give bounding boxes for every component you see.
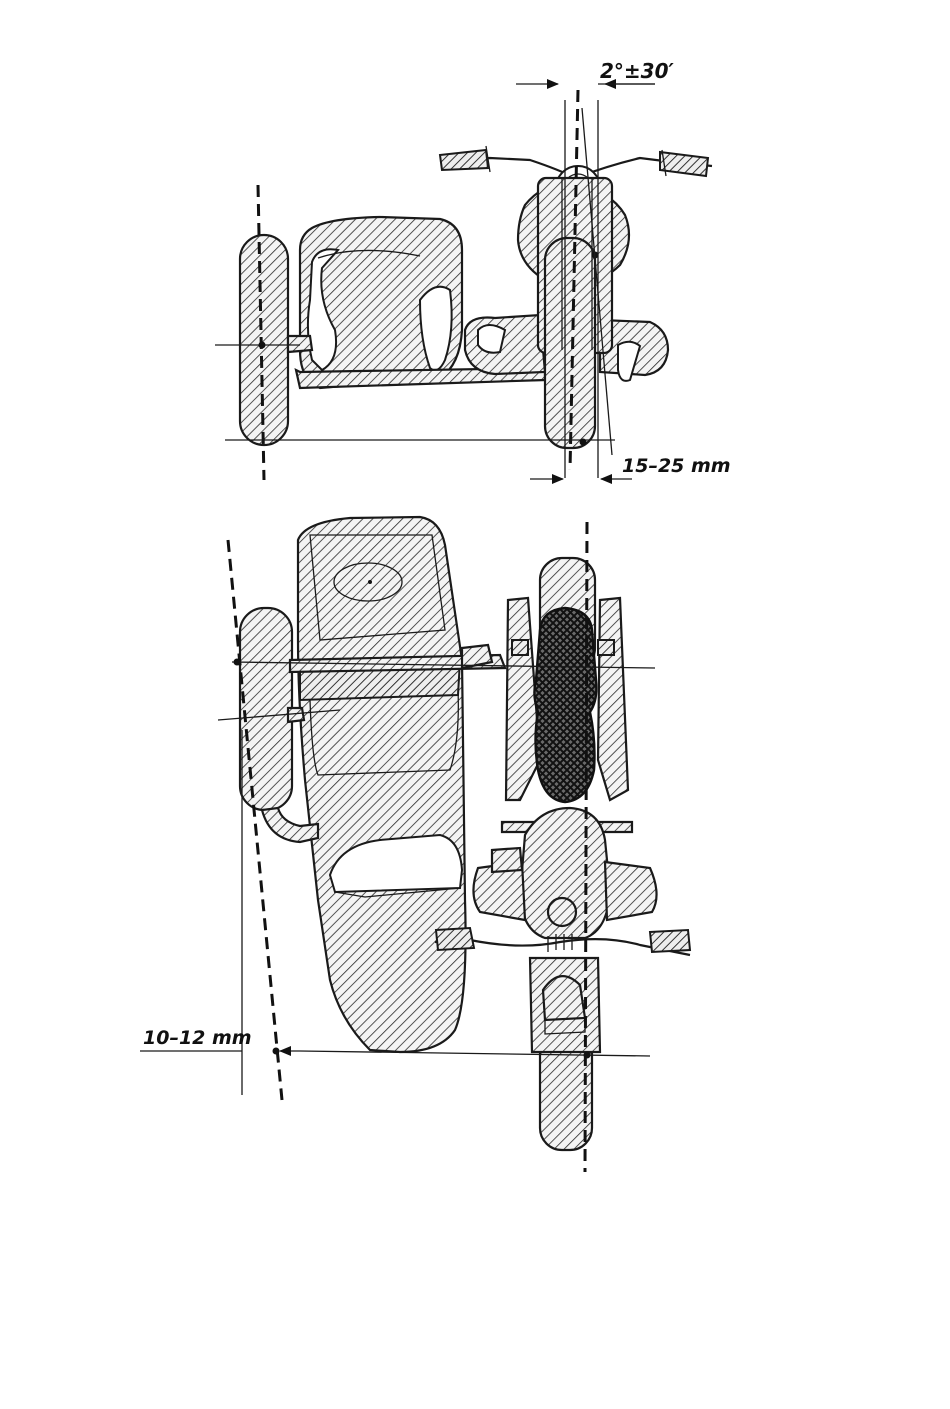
front-view-drawing xyxy=(240,146,712,448)
alignment-offset-label: 10–12 mm xyxy=(143,1027,252,1049)
angle-tolerance-label: 2°±30′ xyxy=(600,59,675,83)
toe-in-dimension: 15–25 mm xyxy=(530,455,731,479)
toe-in-label: 15–25 mm xyxy=(622,455,731,477)
sidecar-wheel-plan xyxy=(240,608,292,810)
angle-dimension: 2°±30′ xyxy=(516,59,675,84)
